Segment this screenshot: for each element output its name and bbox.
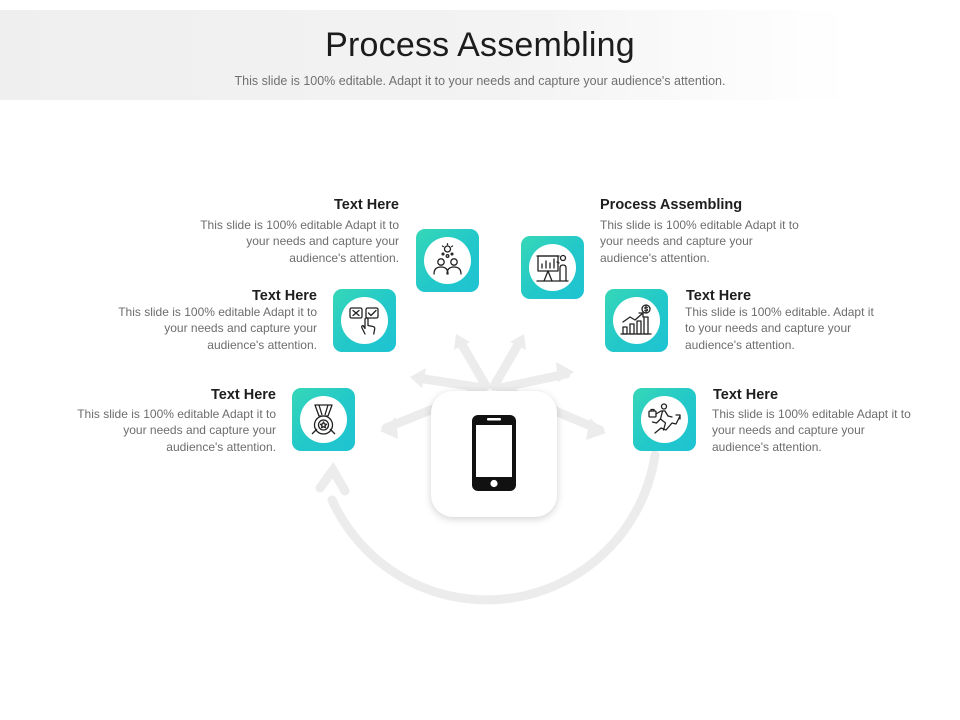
slide-title: Process Assembling xyxy=(325,26,635,64)
team-idea-icon xyxy=(433,243,462,275)
item-6-heading: Text Here xyxy=(713,387,779,403)
item-1-body: This slide is 100% editable Adapt it to … xyxy=(77,407,276,454)
header-band xyxy=(0,10,850,100)
node-growth-chart xyxy=(605,289,668,352)
item-2-body: This slide is 100% editable Adapt it to … xyxy=(118,305,317,352)
presentation-board-icon xyxy=(536,254,569,282)
item-5-body: This slide is 100% editable. Adapt it to… xyxy=(685,305,874,352)
smartphone-icon xyxy=(472,415,516,491)
center-card xyxy=(431,391,557,517)
businessman-running-icon xyxy=(648,403,681,434)
touch-choice-icon xyxy=(349,307,379,335)
node-touch-choice xyxy=(333,289,396,352)
item-2-heading: Text Here xyxy=(251,288,317,304)
medal-icon xyxy=(311,404,336,435)
node-businessman-running xyxy=(633,388,696,451)
item-4-heading: Process Assembling xyxy=(600,197,743,213)
item-5-heading: Text Here xyxy=(686,288,752,304)
item-6-body: This slide is 100% editable Adapt it to … xyxy=(712,407,911,454)
item-4-body: This slide is 100% editable Adapt it to … xyxy=(600,218,799,265)
slide-subtitle: This slide is 100% editable. Adapt it to… xyxy=(234,74,726,88)
growth-chart-icon xyxy=(620,304,652,335)
item-3-body: This slide is 100% editable Adapt it to … xyxy=(200,218,399,265)
item-1-heading: Text Here xyxy=(210,387,276,403)
node-team-idea xyxy=(416,229,479,292)
node-medal xyxy=(292,388,355,451)
item-3-heading: Text Here xyxy=(333,197,399,213)
node-presentation-board xyxy=(521,236,584,299)
